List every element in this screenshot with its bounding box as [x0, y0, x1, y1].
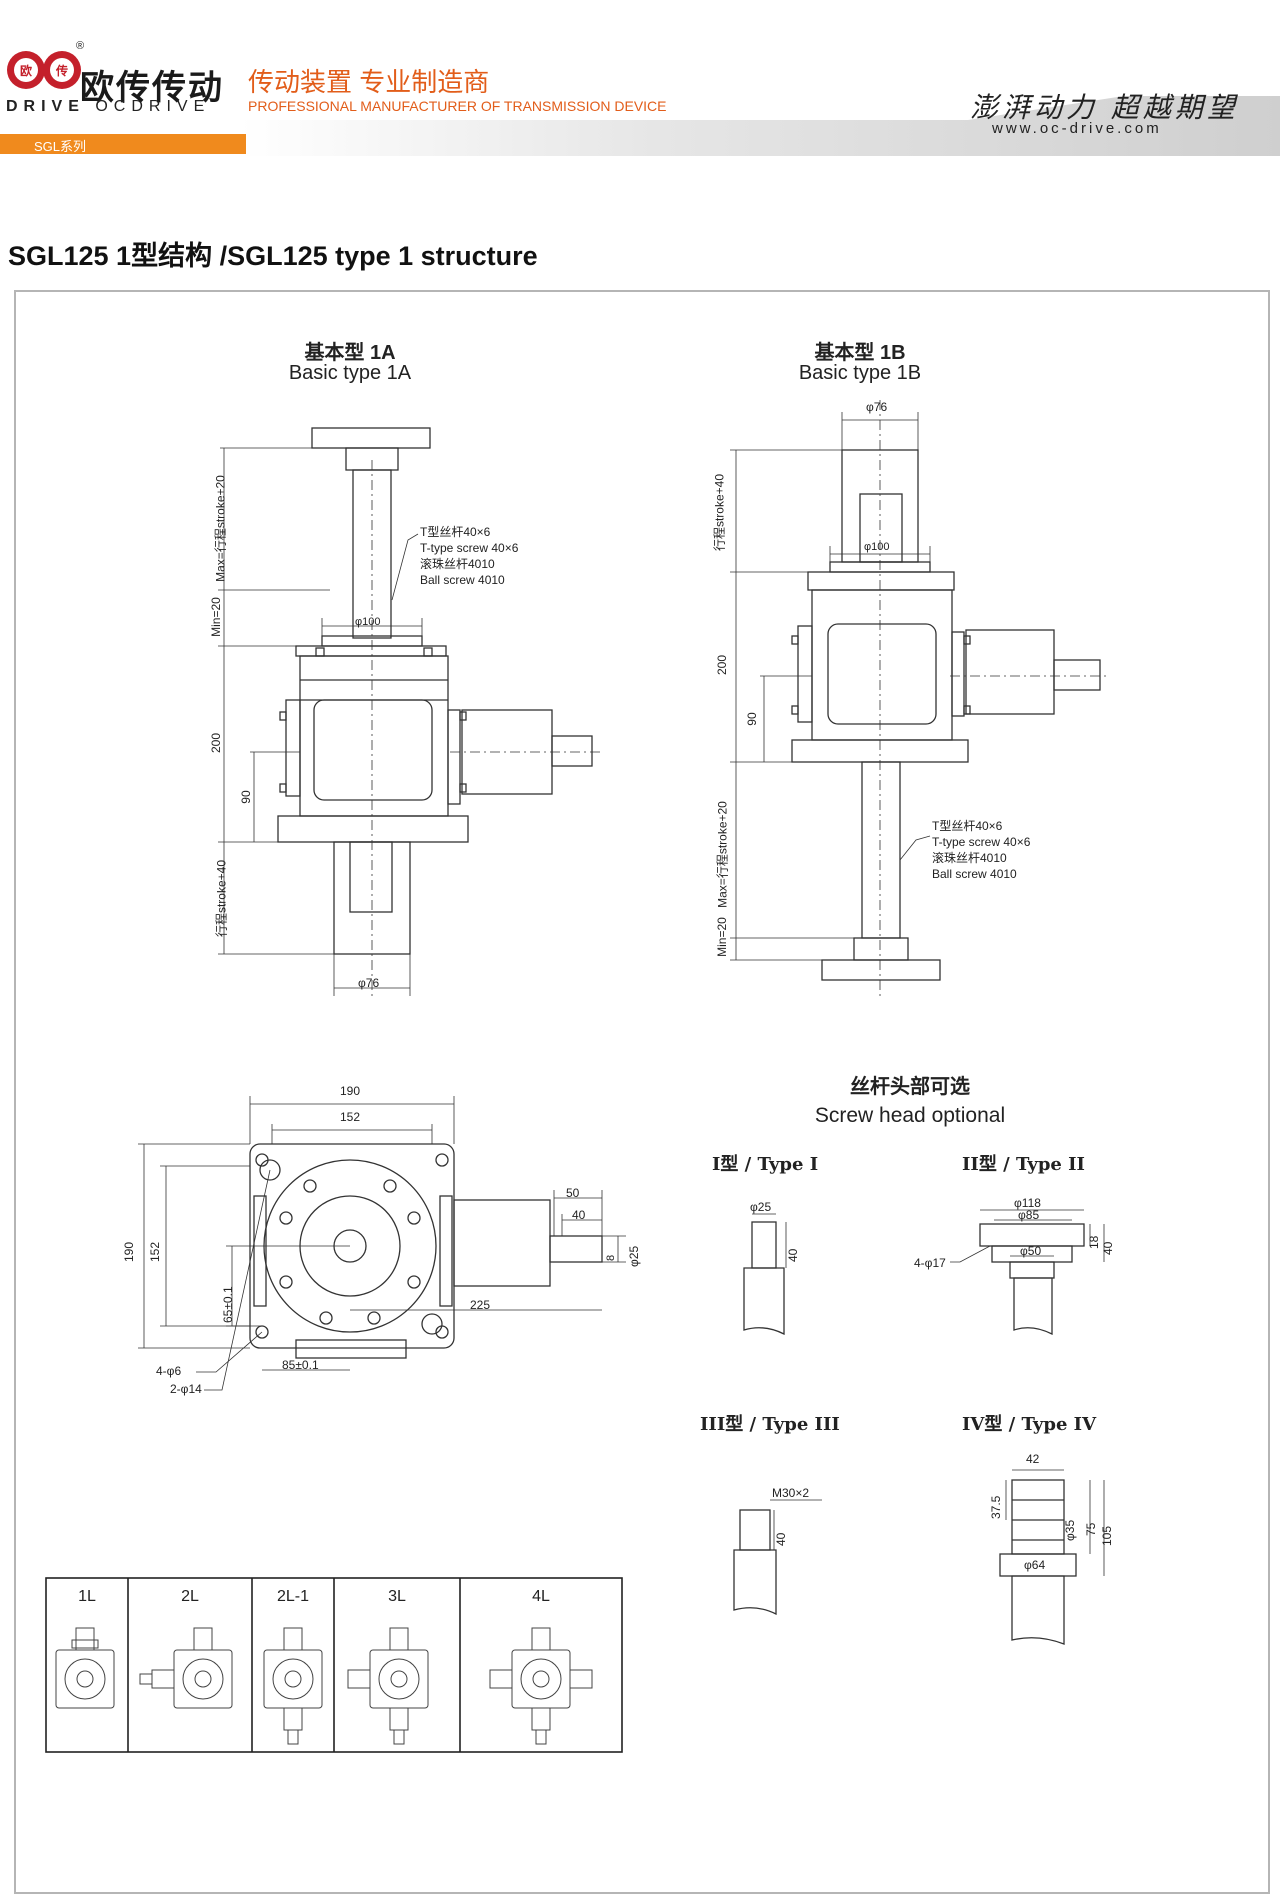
- 1a-screw-note: T型丝杆40×6 T-type screw 40×6 滚珠丝杆4010 Ball…: [420, 524, 518, 588]
- registered-mark: ®: [76, 40, 85, 52]
- type2-d-pcd: φ85: [1018, 1208, 1040, 1222]
- brand-logo-icon: 欧 传: [7, 51, 81, 89]
- 1a-screw-note-line: T-type screw 40×6: [420, 541, 519, 555]
- 1a-screw-note-line: T型丝杆40×6: [420, 525, 491, 539]
- drawing-1a-title-en: Basic type 1A: [288, 362, 412, 384]
- tagline-cn: 传动装置 专业制造商: [248, 67, 490, 97]
- series-tab-label: SGL系列: [34, 139, 87, 154]
- brand-suffix: OCDRIVE: [95, 98, 211, 115]
- 1b-screw-note-line: T-type screw 40×6: [932, 835, 1031, 849]
- page-title: SGL125 1型结构 /SGL125 type 1 structure: [8, 241, 538, 271]
- svg-text:欧: 欧: [20, 63, 32, 78]
- type1-label: I型 / Type I: [712, 1154, 819, 1175]
- layout-label-2l: 2L: [181, 1588, 199, 1605]
- top-dim-85: 85±0.1: [282, 1358, 319, 1372]
- layout-4l-icon: [489, 1627, 593, 1745]
- screw-heads-title-cn: 丝杆头部可选: [850, 1076, 970, 1098]
- type4-d2: φ64: [1024, 1558, 1046, 1572]
- drawing-1b-title-en: Basic type 1B: [798, 362, 922, 384]
- top-dim-225: 225: [470, 1298, 491, 1312]
- slogan: 澎湃动力 超越期望: [970, 91, 1239, 124]
- layout-2l-icon: [139, 1627, 233, 1709]
- top-view-bolt-circle: [279, 1179, 421, 1325]
- screw-heads-title-en: Screw head optional: [814, 1104, 1006, 1127]
- type4-w: 42: [1026, 1452, 1040, 1466]
- type2-holes: 4-φ17: [914, 1256, 946, 1270]
- 1b-screw-note: T型丝杆40×6 T-type screw 40×6 滚珠丝杆4010 Ball…: [932, 818, 1030, 882]
- brand-name-en: DRIVE OCDRIVE: [6, 98, 210, 116]
- type4-label: IV型 / Type IV: [962, 1414, 1097, 1435]
- type3-drawing: [733, 1499, 822, 1616]
- top-dim-152-w: 152: [340, 1110, 361, 1124]
- 1b-screw-note-line: Ball screw 4010: [932, 867, 1017, 881]
- type2-d-outer: φ118: [1014, 1196, 1041, 1210]
- type2-drawing: [950, 1209, 1105, 1336]
- brand-name-cn: 欧传传动: [80, 69, 224, 107]
- layout-label-3l: 3L: [388, 1588, 406, 1605]
- 1b-dim-d100: φ100: [864, 541, 890, 553]
- top-dim-40: 40: [572, 1208, 586, 1222]
- 1a-screw-note-line: 滚珠丝杆4010: [420, 557, 495, 571]
- layout-label-4l: 4L: [532, 1588, 550, 1605]
- drawing-frame: [14, 290, 1270, 1894]
- top-dim-50: 50: [566, 1186, 580, 1200]
- 1a-dim-d100: φ100: [355, 616, 381, 628]
- type1-drawing: [743, 1213, 787, 1336]
- 1a-screw-note-line: Ball screw 4010: [420, 573, 505, 587]
- 1b-screw-note-line: 滚珠丝杆4010: [932, 851, 1007, 865]
- series-tab[interactable]: SGL系列: [0, 134, 246, 154]
- 1b-bottom-pad: [821, 959, 941, 981]
- type2-label: II型 / Type II: [962, 1154, 1085, 1175]
- tagline-en: PROFESSIONAL MANUFACTURER OF TRANSMISSIO…: [248, 98, 667, 114]
- top-hole-small: 4-φ6: [156, 1364, 182, 1378]
- svg-text:传: 传: [55, 63, 68, 78]
- 1a-dim-d76: φ76: [358, 976, 380, 990]
- top-dim-190-w: 190: [340, 1084, 361, 1098]
- layout-label-1l: 1L: [78, 1588, 96, 1605]
- website-url[interactable]: www.oc-drive.com: [992, 120, 1162, 137]
- layout-3l-icon: [347, 1627, 429, 1745]
- drawing-1a-title-cn: 基本型 1A: [304, 342, 396, 364]
- brand-prefix: DRIVE: [6, 98, 85, 115]
- type1-d: φ25: [750, 1200, 772, 1214]
- layout-label-2l-1: 2L-1: [276, 1588, 310, 1605]
- layout-2l-1-icon: [263, 1627, 323, 1745]
- layout-1l-icon: [55, 1627, 115, 1709]
- 1b-screw-note-line: T型丝杆40×6: [932, 819, 1003, 833]
- type3-thread: M30×2: [772, 1486, 810, 1500]
- 1b-dim-d76: φ76: [866, 400, 888, 414]
- type2-d-inner: φ50: [1020, 1244, 1042, 1258]
- type4-drawing: [999, 1469, 1105, 1645]
- top-hole-big: 2-φ14: [170, 1382, 202, 1396]
- drawing-1b-title-cn: 基本型 1B: [814, 342, 906, 364]
- type3-label: III型 / Type III: [700, 1414, 840, 1435]
